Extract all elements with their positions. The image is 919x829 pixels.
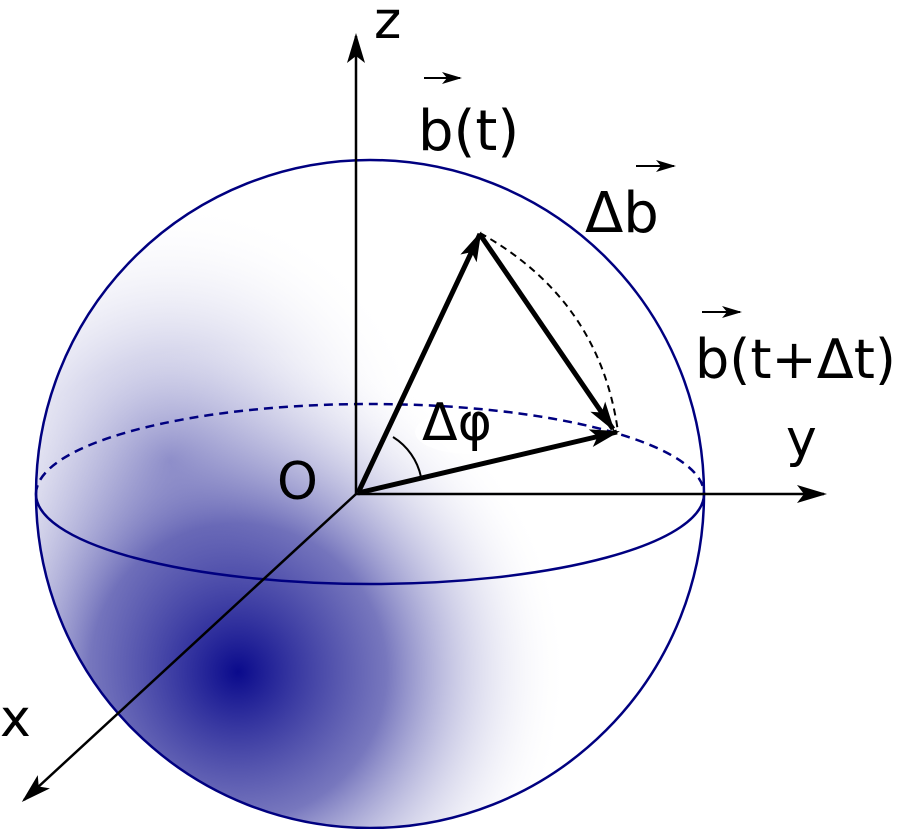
equator-back bbox=[34, 402, 706, 495]
b-t-label: b(t) bbox=[418, 99, 519, 164]
y-axis-label: y bbox=[786, 409, 817, 469]
angle-arc bbox=[392, 436, 422, 478]
delta-b-label: Δb bbox=[585, 181, 659, 246]
vector-b-t bbox=[355, 231, 483, 495]
great-circle-arc bbox=[479, 232, 619, 433]
x-axis bbox=[21, 493, 357, 803]
b-t-dt-label: b(t+Δt) bbox=[695, 328, 896, 391]
delta-phi-label: Δφ bbox=[422, 393, 492, 453]
vector-b-t-dt bbox=[357, 429, 620, 496]
z-axis-label: z bbox=[374, 0, 401, 51]
equator-front bbox=[34, 493, 706, 586]
vector-delta-b bbox=[478, 234, 616, 432]
x-axis-label: x bbox=[0, 689, 31, 749]
origin-label: O bbox=[277, 452, 318, 512]
